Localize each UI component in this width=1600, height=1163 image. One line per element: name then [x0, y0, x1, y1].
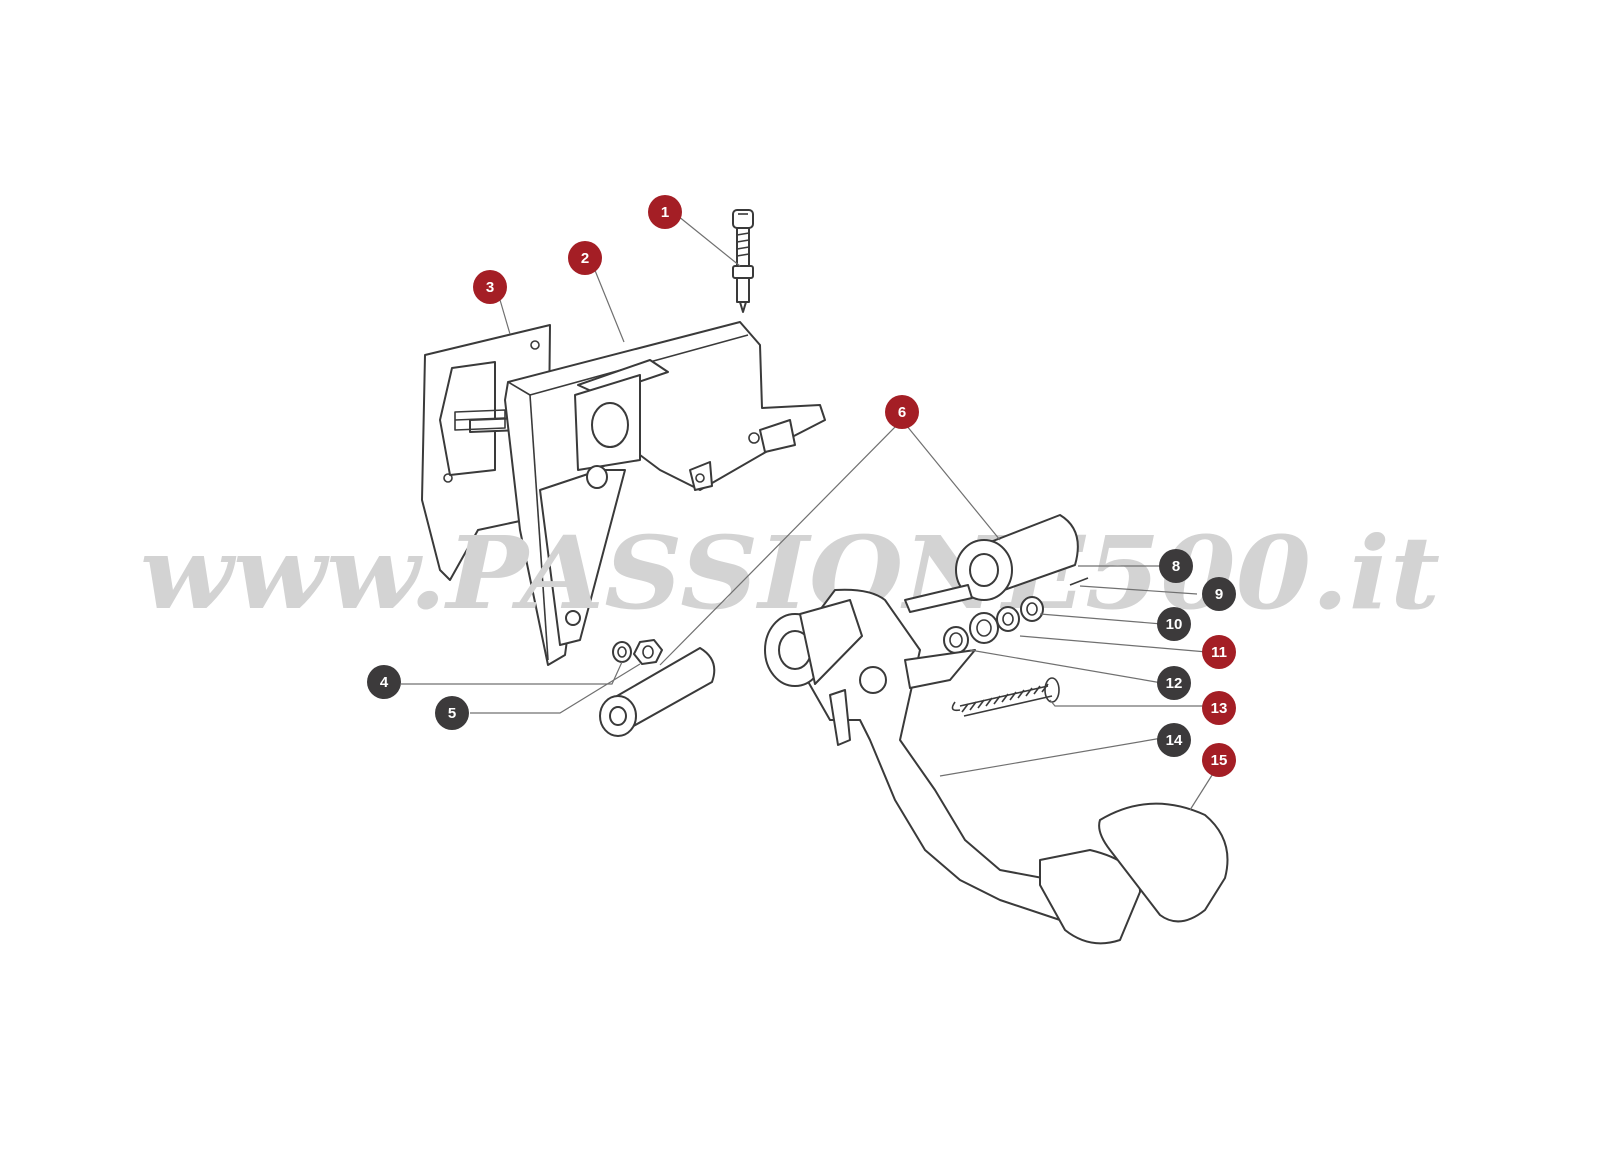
flanged-bushing-part [955, 514, 1079, 601]
leader-lines [401, 215, 1215, 811]
callout-badge[interactable]: 2 [568, 241, 602, 275]
svg-text:6: 6 [898, 404, 906, 421]
callout-badge[interactable]: 1 [648, 195, 682, 229]
pedal-lever-part [764, 588, 1141, 945]
svg-text:15: 15 [1211, 752, 1228, 769]
spring-clip-part [1020, 596, 1044, 622]
svg-text:12: 12 [1166, 675, 1183, 692]
nut-part [633, 639, 663, 665]
washer-small-part [943, 626, 969, 654]
svg-text:3: 3 [486, 279, 494, 296]
callout-badge[interactable]: 3 [473, 270, 507, 304]
leader-9 [1079, 585, 1198, 595]
svg-text:8: 8 [1172, 558, 1180, 575]
pedal-shaft-part [904, 584, 973, 613]
svg-text:4: 4 [380, 674, 389, 691]
leader-2 [591, 262, 625, 343]
callout-badge[interactable]: 9 [1202, 577, 1236, 611]
svg-text:5: 5 [448, 705, 456, 722]
svg-text:14: 14 [1166, 732, 1183, 749]
pedal-pad-part [1098, 802, 1229, 923]
callout-badge[interactable]: 6 [885, 395, 919, 429]
callout-badge[interactable]: 15 [1202, 743, 1236, 777]
callout-badge[interactable]: 10 [1157, 607, 1191, 641]
callout-badge[interactable]: 5 [435, 696, 469, 730]
callout-badge[interactable]: 11 [1202, 635, 1236, 669]
washer-large-part [996, 606, 1020, 632]
leader-5 [470, 663, 641, 714]
bushing-small-part [969, 612, 999, 644]
leader-13 [1049, 699, 1207, 707]
leader-6a [659, 419, 903, 666]
small-pin-part [1069, 577, 1089, 586]
svg-text:10: 10 [1166, 616, 1183, 633]
leader-14 [939, 737, 1163, 777]
adjusting-screw-part [732, 209, 754, 313]
callout-badge[interactable]: 14 [1157, 723, 1191, 757]
return-spring-part [951, 677, 1060, 717]
washer-part [612, 641, 632, 663]
callout-badges: 1 2 3 4 5 6 8 9 [367, 195, 1236, 777]
svg-text:9: 9 [1215, 586, 1223, 603]
callout-badge[interactable]: 12 [1157, 666, 1191, 700]
leader-1 [677, 215, 741, 267]
leader-4 [401, 661, 623, 685]
callout-badge[interactable]: 4 [367, 665, 401, 699]
leader-12 [969, 649, 1163, 684]
svg-text:11: 11 [1211, 644, 1227, 661]
leader-15 [1189, 771, 1215, 811]
svg-text:1: 1 [661, 204, 669, 221]
callout-badge[interactable]: 13 [1202, 691, 1236, 725]
pedal-bracket-part [454, 321, 826, 666]
leader-6b [901, 419, 1001, 541]
svg-text:2: 2 [581, 250, 589, 267]
leader-10 [1039, 613, 1163, 625]
sleeve-bushing-part [599, 647, 716, 737]
leader-11 [1019, 635, 1208, 653]
svg-text:13: 13 [1211, 700, 1228, 717]
callout-badge[interactable]: 8 [1159, 549, 1193, 583]
